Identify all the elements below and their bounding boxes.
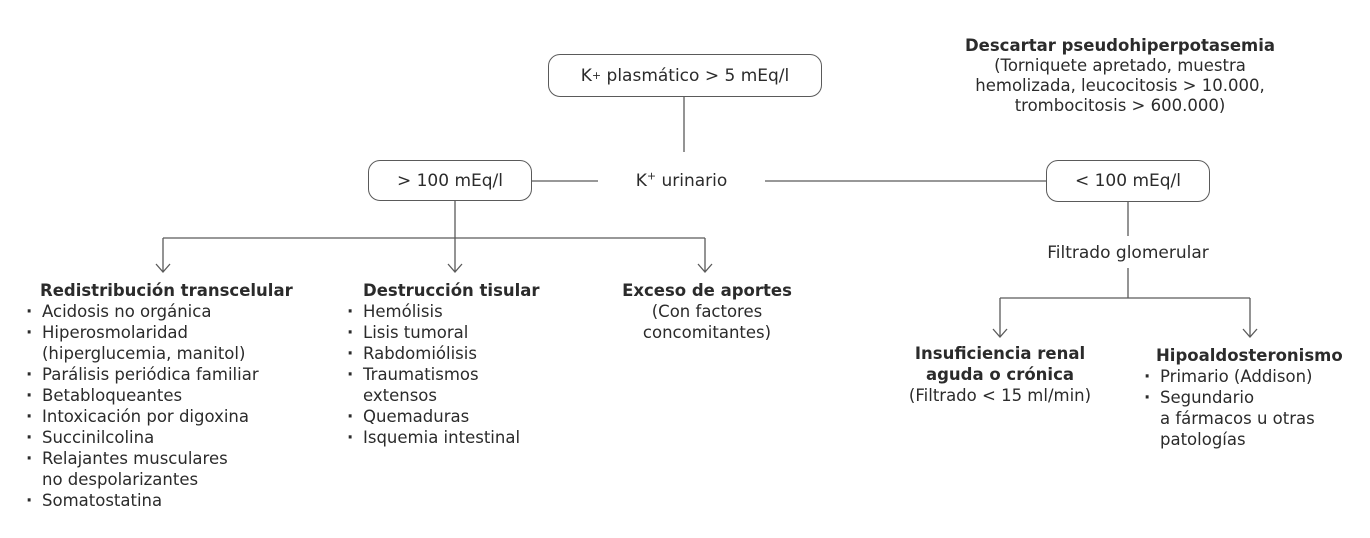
excess-block: Exceso de aportes (Con factores concomit… (602, 280, 812, 343)
excess-line: concomitantes) (642, 323, 772, 342)
renal-sub: (Filtrado < 15 ml/min) (908, 386, 1092, 405)
list-item: Hiperosmolaridad (hiperglucemia, manitol… (24, 322, 324, 364)
list-item: Succinilcolina (24, 427, 324, 448)
urinary-potassium-label: K+ urinario (598, 169, 765, 191)
list-item: Intoxicación por digoxina (24, 406, 324, 427)
redistribution-title: Redistribución transcelular (40, 281, 293, 300)
urinary-k: K (635, 171, 647, 191)
list-item: Acidosis no orgánica (24, 301, 324, 322)
note-title: Descartar pseudohiperpotasemia (964, 36, 1276, 55)
list-item: Rabdomiólisis (345, 343, 575, 364)
urinary-sup: + (646, 169, 657, 183)
list-item: Relajantes musculares no despolarizantes (24, 448, 324, 490)
pseudohyperkalemia-note: Descartar pseudohiperpotasemia (Tornique… (930, 36, 1310, 116)
list-item: Hemólisis (345, 301, 575, 322)
gfr-label: Filtrado glomerular (1047, 243, 1209, 263)
list-item: Somatostatina (24, 490, 324, 511)
note-line: (Torniquete apretado, muestra (994, 56, 1246, 75)
high-urinary-box: > 100 mEq/l (368, 160, 532, 201)
low-urinary-box: < 100 mEq/l (1046, 160, 1210, 202)
note-line: hemolizada, leucocitosis > 10.000, (975, 76, 1265, 95)
renal-title: aguda o crónica (925, 365, 1075, 384)
redistribution-list: Acidosis no orgánica Hiperosmolaridad (h… (24, 301, 324, 511)
hypoaldo-title: Hipoaldosteronismo (1156, 346, 1343, 365)
list-item: Betabloqueantes (24, 385, 324, 406)
destruction-title: Destrucción tisular (363, 281, 540, 300)
list-item: Quemaduras (345, 406, 575, 427)
hypoaldo-list: Primario (Addison) Segundario a fármacos… (1142, 366, 1342, 450)
excess-title: Exceso de aportes (622, 281, 792, 300)
list-item: Lisis tumoral (345, 322, 575, 343)
note-line: trombocitosis > 600.000) (1014, 96, 1226, 115)
plasma-potassium-box: K+ plasmático > 5 mEq/l (548, 54, 822, 97)
renal-title: Insuficiencia renal (914, 344, 1086, 363)
renal-block: Insuficiencia renal aguda o crónica (Fil… (895, 343, 1105, 406)
list-item: Isquemia intestinal (345, 427, 575, 448)
list-item: Traumatismos extensos (345, 364, 575, 406)
redistribution-block: Redistribución transcelular Acidosis no … (24, 280, 324, 511)
hypoaldo-block: Hipoaldosteronismo Primario (Addison) Se… (1142, 345, 1343, 450)
root-rest: plasmático > 5 mEq/l (601, 65, 790, 86)
list-item: Parálisis periódica familiar (24, 364, 324, 385)
list-item: Segundario a fármacos u otras patologías (1142, 387, 1342, 450)
urinary-rest: urinario (656, 171, 728, 191)
excess-line: (Con factores (651, 302, 763, 321)
destruction-block: Destrucción tisular Hemólisis Lisis tumo… (345, 280, 575, 448)
list-item: Primario (Addison) (1142, 366, 1342, 387)
destruction-list: Hemólisis Lisis tumoral Rabdomiólisis Tr… (345, 301, 575, 448)
root-k: K (580, 65, 592, 86)
